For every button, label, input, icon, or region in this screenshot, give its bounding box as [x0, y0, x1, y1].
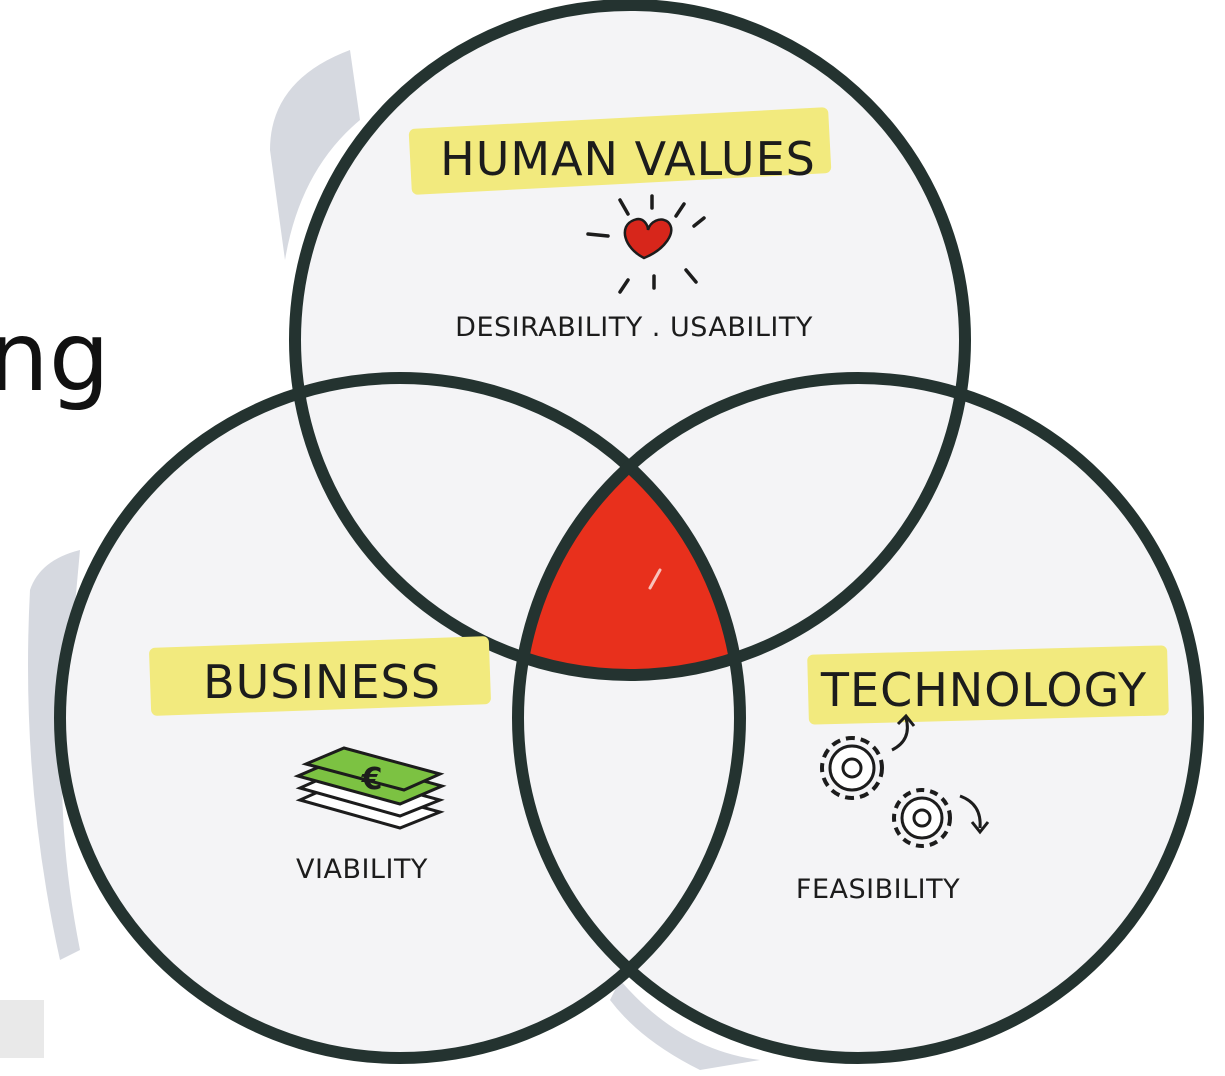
- money-euro-icon: €: [293, 746, 447, 830]
- label-viability: VIABILITY: [296, 854, 428, 885]
- label-feasibility: FEASIBILITY: [796, 874, 960, 905]
- highlight-technology: [807, 645, 1169, 725]
- circle-human-values: [289, 0, 971, 681]
- highlight-human-values: [408, 107, 832, 195]
- intersection-glint: [648, 568, 662, 590]
- circle-business: [54, 372, 746, 1064]
- label-human-values: HUMAN VALUES: [440, 132, 816, 186]
- svg-text:€: €: [361, 762, 383, 797]
- heart-icon: [586, 194, 706, 294]
- circle-outlines: [54, 0, 1204, 1064]
- corner-box: [0, 1000, 44, 1058]
- edge-text-fragment: ng: [0, 301, 110, 413]
- gears-icon: [820, 713, 990, 848]
- label-technology: TECHNOLOGY: [820, 663, 1147, 717]
- circle-technology: [512, 372, 1204, 1064]
- label-desirability-usability: DESIRABILITY . USABILITY: [455, 312, 813, 343]
- label-business: BUSINESS: [203, 655, 441, 709]
- highlight-business: [149, 636, 491, 716]
